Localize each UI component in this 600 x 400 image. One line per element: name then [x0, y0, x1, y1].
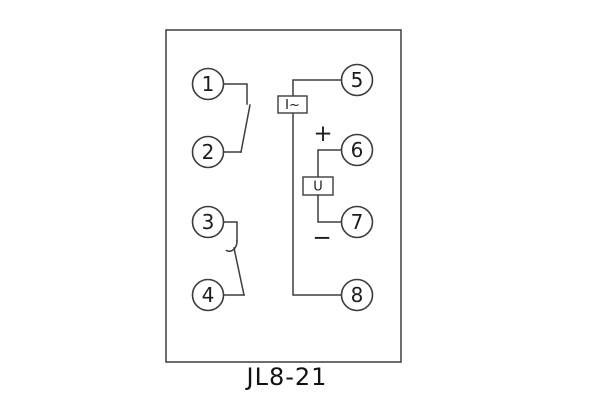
wire-terminal-1 [222, 83, 248, 105]
terminal-6-circle [340, 133, 374, 167]
terminal-3-number: 3 [202, 210, 215, 234]
terminal-7-circle [340, 205, 374, 239]
current-element-box [277, 95, 308, 114]
minus-sign: − [312, 225, 331, 251]
terminal-4-circle [191, 278, 225, 312]
terminal-8-number: 8 [351, 283, 364, 307]
terminal-5-number: 5 [351, 68, 364, 92]
voltage-element-label: U [313, 180, 323, 195]
wire-coil-loop-5-8 [292, 79, 343, 296]
voltage-element-box [302, 176, 334, 196]
terminal-4-number: 4 [202, 283, 215, 307]
contact-hook-3 [225, 240, 238, 252]
terminal-1-circle [191, 67, 225, 101]
current-element-label: I~ [285, 98, 300, 113]
contact-blade-3-4 [233, 247, 245, 296]
terminal-3-circle [191, 205, 225, 239]
wire-terminal-3 [222, 221, 238, 242]
model-label: JL8-21 [245, 363, 328, 391]
terminal-5-circle [340, 63, 374, 97]
terminal-1-number: 1 [202, 72, 215, 96]
plus-sign: + [313, 121, 332, 147]
terminal-6-number: 6 [351, 138, 364, 162]
contact-blade-1-2 [240, 104, 251, 153]
terminal-2-number: 2 [202, 140, 215, 164]
terminal-8-circle [340, 278, 374, 312]
terminal-2-circle [191, 135, 225, 169]
enclosure-outline [165, 29, 402, 363]
terminal-7-number: 7 [351, 210, 364, 234]
